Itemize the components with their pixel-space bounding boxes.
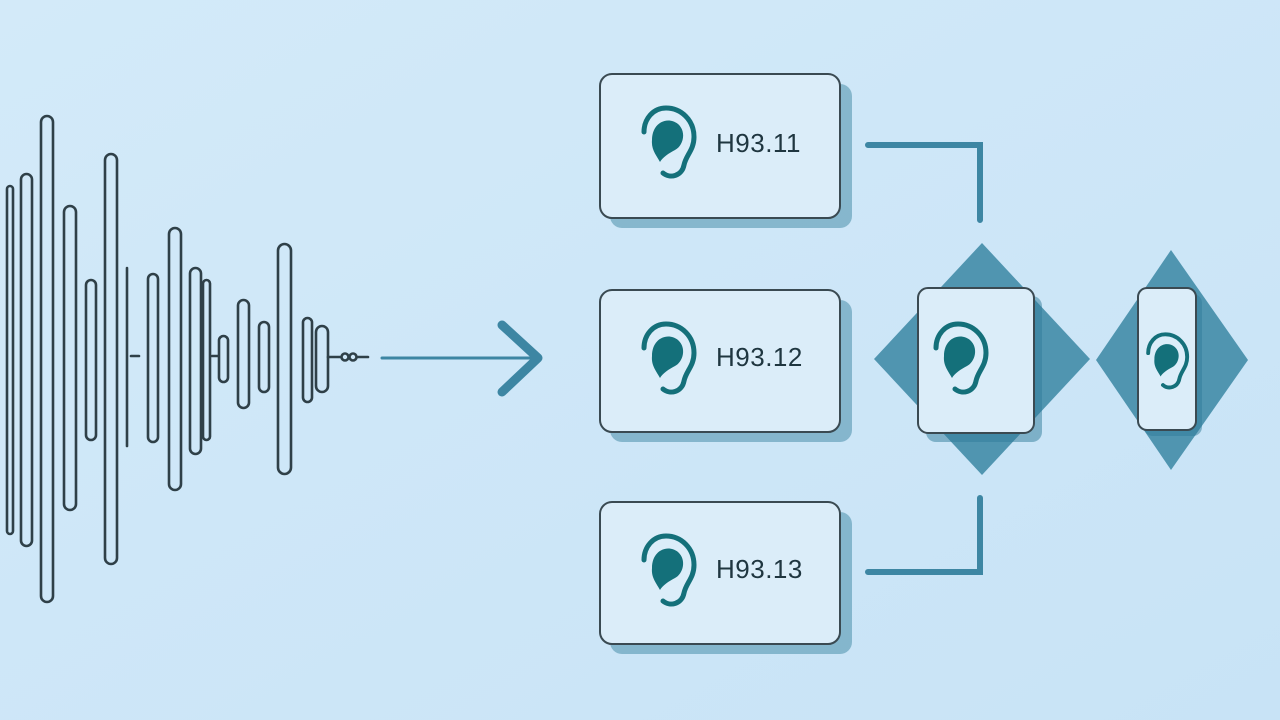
wave-bar	[146, 272, 160, 444]
wave-bar	[188, 266, 203, 456]
arrow-head	[497, 320, 543, 397]
wave-bar	[217, 334, 230, 384]
code-box-3	[599, 501, 852, 654]
code-box-1	[599, 73, 852, 228]
wave-bar	[103, 152, 119, 566]
code-label-h93-11: H93.11	[716, 128, 801, 158]
arrow-right-icon	[380, 320, 543, 397]
wave-dot	[348, 352, 358, 362]
code-label-h93-12: H93.12	[716, 342, 803, 372]
wave-bar	[39, 114, 55, 604]
wave-bar	[257, 320, 271, 394]
wave-bar	[5, 184, 15, 536]
wave-bar	[167, 226, 183, 492]
connector-bottom	[865, 495, 983, 575]
diamond-node-small	[1096, 250, 1248, 470]
wave-bar	[84, 278, 98, 442]
connector-lines	[865, 142, 983, 575]
sound-waveform	[5, 114, 370, 604]
node-card	[917, 287, 1035, 434]
code-label-h93-13: H93.13	[716, 554, 803, 584]
wave-bar	[19, 172, 34, 548]
wave-bar	[314, 324, 330, 394]
connector-top	[865, 142, 983, 223]
wave-bar	[276, 242, 293, 476]
wave-bar	[201, 278, 212, 442]
wave-bar	[301, 316, 314, 404]
code-box-2	[599, 289, 852, 442]
wave-bar	[62, 204, 78, 512]
wave-bar	[236, 298, 251, 410]
diamond-node-large	[874, 243, 1090, 475]
